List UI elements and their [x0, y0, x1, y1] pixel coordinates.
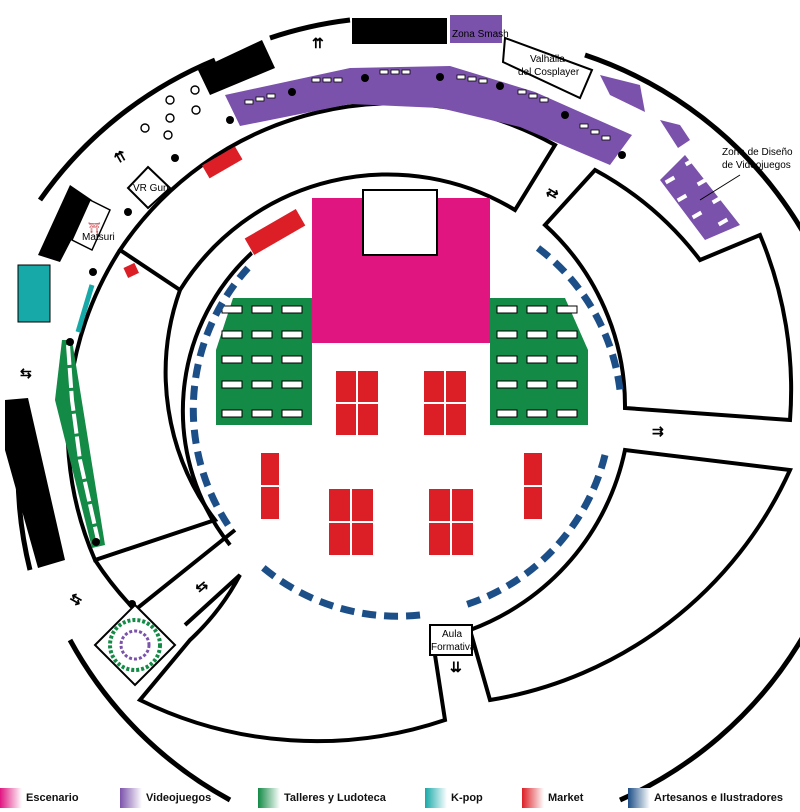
talleres-seats	[221, 305, 578, 418]
seat	[556, 330, 578, 339]
talleres-tables	[66, 344, 100, 541]
seat	[496, 305, 518, 314]
ring-wall	[136, 573, 448, 744]
seat	[221, 305, 243, 314]
matsuri-label: Matsuri	[82, 232, 115, 243]
seat	[221, 409, 243, 418]
escenario-backstage	[362, 189, 438, 256]
seat	[496, 380, 518, 389]
seat	[251, 305, 273, 314]
seat	[281, 305, 303, 314]
seat	[526, 380, 548, 389]
aula-label: Formativa	[431, 642, 476, 653]
seat	[496, 330, 518, 339]
seat	[251, 409, 273, 418]
seat	[221, 355, 243, 364]
seat	[251, 355, 273, 364]
legend-talleres: Talleres y Ludoteca	[258, 788, 386, 808]
market-stand	[243, 207, 307, 257]
videojuegos-band	[225, 66, 632, 165]
videojuegos-zone	[660, 120, 690, 148]
table-cluster	[140, 85, 201, 140]
artesanos-stands	[189, 265, 251, 527]
legend-market: Market	[522, 788, 583, 808]
seat	[526, 305, 548, 314]
ring-wall	[117, 101, 558, 293]
kpop-line	[75, 284, 95, 333]
black-block	[5, 398, 65, 568]
seat	[221, 380, 243, 389]
videojuegos-stations	[244, 69, 611, 141]
seat	[556, 305, 578, 314]
kpop-area	[17, 264, 51, 323]
seat	[221, 330, 243, 339]
black-block	[198, 40, 275, 95]
outer-wall	[67, 638, 232, 803]
arrow-icon: ⇆	[20, 365, 32, 381]
artesanos-stands	[463, 454, 609, 609]
market-stand	[123, 262, 139, 278]
legend: Escenario Videojuegos Talleres y Ludotec…	[0, 788, 800, 810]
black-block	[352, 18, 447, 44]
seat	[526, 409, 548, 418]
market-blocks	[259, 369, 544, 557]
black-block	[38, 185, 92, 262]
seat	[281, 409, 303, 418]
seat	[496, 409, 518, 418]
talleres-strip	[55, 340, 105, 548]
vr-gun-box	[126, 165, 172, 210]
diseno-tables	[664, 157, 729, 227]
outer-wall	[584, 52, 800, 803]
outer-wall	[37, 57, 216, 202]
zona-smash-label: Zona Smash	[452, 29, 509, 40]
ring-wall	[65, 248, 219, 563]
seat	[496, 355, 518, 364]
legend-videojuegos: Videojuegos	[120, 788, 211, 808]
arrow-icon: ⇉	[652, 423, 664, 439]
videojuegos-zone	[600, 75, 645, 112]
diseno-videojuegos-zone	[660, 155, 740, 240]
ring-wall	[467, 447, 793, 703]
legend-artesanos: Artesanos e Ilustradores	[628, 788, 783, 808]
seat	[526, 355, 548, 364]
seat	[281, 330, 303, 339]
ludoteca-wheel	[108, 618, 162, 672]
legend-kpop: K-pop	[425, 788, 483, 808]
arrow-icon: ⇆	[67, 589, 85, 609]
ludoteca-box	[93, 603, 177, 687]
diseno-label: de Videojuegos	[722, 160, 791, 171]
aula-formativa-box	[429, 624, 473, 656]
ring-wall	[542, 167, 794, 423]
legend-escenario: Escenario	[0, 788, 79, 808]
seat	[556, 380, 578, 389]
valhalla-box	[501, 36, 594, 100]
torii-icon: ⛩	[88, 222, 101, 234]
zona-smash-area	[450, 15, 502, 43]
seat	[526, 330, 548, 339]
seat	[251, 380, 273, 389]
inner-hall-wall	[180, 248, 257, 547]
seat	[281, 380, 303, 389]
seat	[556, 355, 578, 364]
seat	[556, 409, 578, 418]
vr-gun-label: VR Gun	[133, 183, 169, 194]
valhalla-label: del Cosplayer	[518, 67, 580, 78]
matsuri-box	[71, 198, 111, 252]
arrow-icon: ⇈	[312, 35, 324, 51]
seat	[281, 355, 303, 364]
aula-label: Aula	[442, 629, 462, 640]
diseno-label: Zona de Diseño	[722, 147, 793, 158]
seat	[251, 330, 273, 339]
ludoteca-wheel	[119, 629, 151, 661]
outer-wall	[269, 17, 351, 41]
valhalla-label: Valhalla	[530, 54, 565, 65]
arrow-icon: ⇆	[192, 576, 211, 596]
arrow-icon: ⇈	[111, 147, 129, 167]
market-stand	[202, 146, 243, 179]
diseno-pointer	[699, 174, 741, 201]
arrow-icon: ⇊	[450, 659, 462, 675]
artesanos-stands	[257, 562, 421, 620]
arrow-icon: ⇅	[542, 184, 562, 202]
